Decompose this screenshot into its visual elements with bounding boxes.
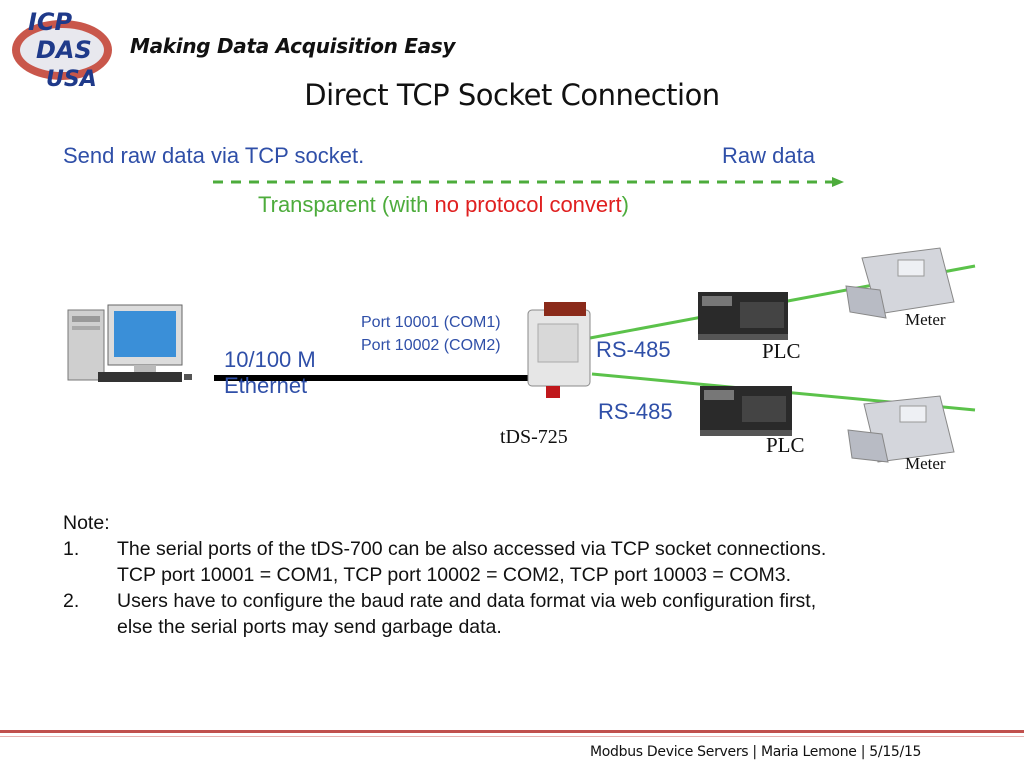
note-number: 2. bbox=[63, 590, 80, 612]
tagline: Making Data Acquisition Easy bbox=[130, 34, 456, 58]
arrow-head bbox=[832, 177, 844, 187]
note-line: TCP port 10001 = COM1, TCP port 10002 = … bbox=[117, 564, 791, 586]
note-list: 1. The serial ports of the tDS-700 can b… bbox=[63, 536, 826, 640]
icpdas-usa-logo: ICP DAS USA bbox=[12, 8, 112, 92]
meter-top-icon bbox=[845, 247, 955, 319]
rs485-label-bottom: RS-485 bbox=[598, 399, 673, 424]
plc-bottom-icon bbox=[700, 386, 792, 436]
port-10002-label: Port 10002 (COM2) bbox=[361, 337, 501, 354]
send-raw-data-label: Send raw data via TCP socket. bbox=[63, 143, 365, 168]
ethernet-speed: 10/100 M bbox=[224, 347, 316, 372]
footer-rule bbox=[0, 730, 1024, 733]
device-label: tDS-725 bbox=[500, 426, 568, 448]
note-line: Users have to configure the baud rate an… bbox=[117, 590, 817, 612]
meter-label-top: Meter bbox=[905, 310, 946, 329]
svg-text:ICP: ICP bbox=[28, 8, 73, 36]
note-section: Note: 1. The serial ports of the tDS-700… bbox=[63, 510, 826, 640]
plc-top-icon bbox=[698, 292, 788, 340]
ethernet-label: 10/100 M Ethernet bbox=[224, 347, 316, 399]
meter-bottom-icon bbox=[847, 395, 955, 463]
meter-label-bottom: Meter bbox=[905, 454, 946, 473]
transparent-prefix: Transparent (with bbox=[258, 192, 435, 217]
ethernet-type: Ethernet bbox=[224, 373, 308, 398]
note-heading: Note: bbox=[63, 512, 110, 534]
rs485-label-top: RS-485 bbox=[596, 337, 671, 362]
svg-text:USA: USA bbox=[46, 67, 97, 92]
svg-text:DAS: DAS bbox=[36, 36, 92, 64]
tds-725-device-icon bbox=[527, 302, 591, 398]
no-protocol-convert-text: no protocol convert bbox=[434, 192, 622, 217]
slide-title: Direct TCP Socket Connection bbox=[304, 78, 720, 112]
computer-icon bbox=[67, 304, 192, 382]
footer-rule-thin bbox=[0, 736, 1024, 737]
plc-label-top: PLC bbox=[762, 339, 801, 363]
port-10001-label: Port 10001 (COM1) bbox=[361, 314, 501, 331]
note-line: else the serial ports may send garbage d… bbox=[117, 616, 502, 638]
plc-label-bottom: PLC bbox=[766, 433, 805, 457]
transparent-note: Transparent (with no protocol convert) bbox=[258, 192, 629, 218]
transparent-suffix: ) bbox=[621, 192, 629, 217]
note-line: The serial ports of the tDS-700 can be a… bbox=[117, 538, 827, 560]
footer-text: Modbus Device Servers | Maria Lemone | 5… bbox=[590, 744, 922, 760]
raw-data-label: Raw data bbox=[722, 143, 815, 168]
note-item: 1. The serial ports of the tDS-700 can b… bbox=[63, 536, 826, 588]
note-item: 2. Users have to configure the baud rate… bbox=[63, 588, 826, 640]
note-number: 1. bbox=[63, 538, 80, 560]
